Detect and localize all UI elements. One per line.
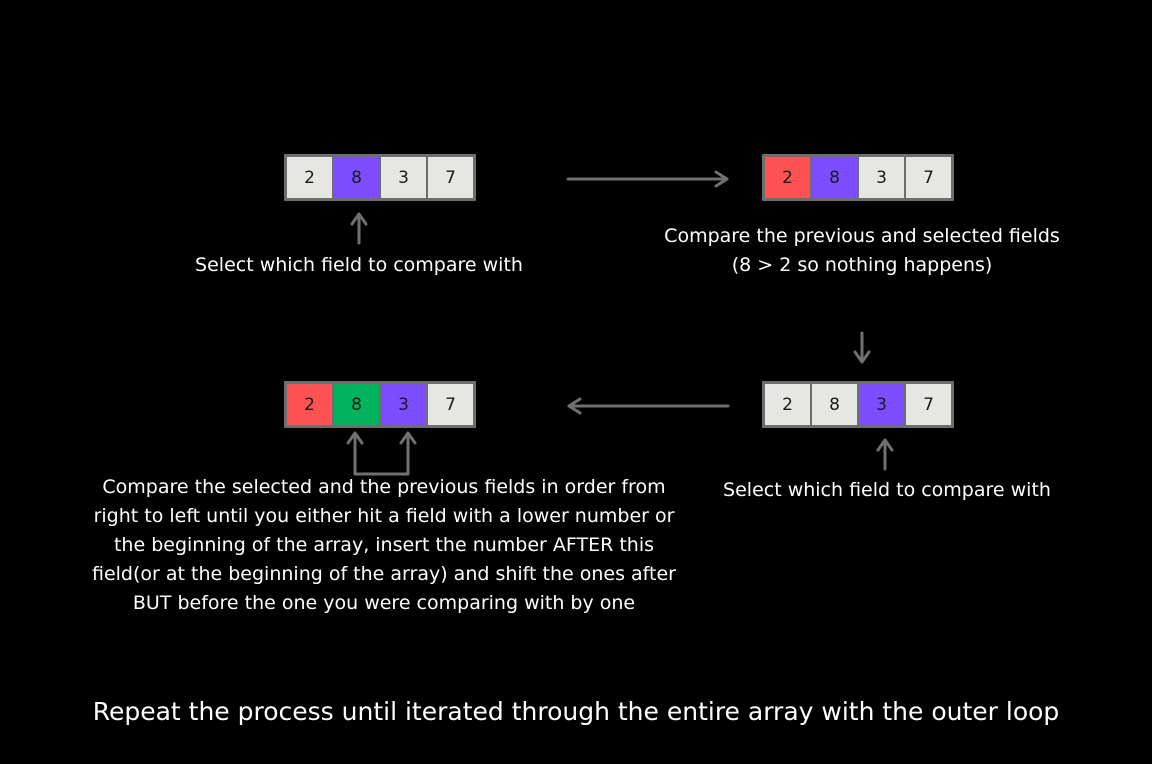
array-cell: 8 — [334, 157, 379, 198]
caption-line: Select which field to compare with — [195, 254, 523, 276]
caption-line: field(or at the beginning of the array) … — [92, 563, 676, 585]
caption-step-3: Select which field to compare with — [723, 476, 1051, 505]
array-cell: 3 — [859, 157, 904, 198]
pointer-up-arrow-step1 — [350, 212, 368, 245]
array-cell: 8 — [812, 157, 857, 198]
array-cell: 7 — [428, 157, 473, 198]
array-cell: 2 — [765, 157, 810, 198]
caption-line: the beginning of the array, insert the n… — [113, 534, 655, 556]
pointer-up-arrow-step3 — [876, 438, 894, 471]
array-cell: 8 — [334, 384, 379, 425]
array-cell: 2 — [765, 384, 810, 425]
caption-line: Compare the previous and selected fields — [664, 225, 1060, 247]
footer-instruction: Repeat the process until iterated throug… — [92, 697, 1060, 726]
array-cell: 7 — [906, 384, 951, 425]
array-cell: 2 — [287, 157, 332, 198]
caption-line: Compare the selected and the previous fi… — [102, 476, 666, 498]
caption-line: BUT before the one you were comparing wi… — [132, 592, 636, 614]
array-cell: 7 — [428, 384, 473, 425]
array-cell: 3 — [859, 384, 904, 425]
caption-line: right to left until you either hit a fie… — [93, 505, 675, 527]
array-cell: 8 — [812, 384, 857, 425]
arrow-step1-to-step2 — [566, 170, 729, 188]
array-cell: 3 — [381, 157, 426, 198]
caption-line: Select which field to compare with — [723, 479, 1051, 501]
array-cell: 2 — [287, 384, 332, 425]
arrow-step2-to-step3 — [853, 331, 871, 364]
caption-line: (8 > 2 so nothing happens) — [731, 254, 993, 276]
caption-step-2: Compare the previous and selected fields… — [664, 222, 1060, 280]
compare-bracket-arrows-step4 — [346, 431, 417, 476]
caption-step-1: Select which field to compare with — [195, 251, 523, 280]
caption-step-4: Compare the selected and the previous fi… — [92, 473, 676, 618]
array-cell: 3 — [381, 384, 426, 425]
array-cell: 7 — [906, 157, 951, 198]
arrow-step3-to-step4 — [567, 397, 730, 415]
